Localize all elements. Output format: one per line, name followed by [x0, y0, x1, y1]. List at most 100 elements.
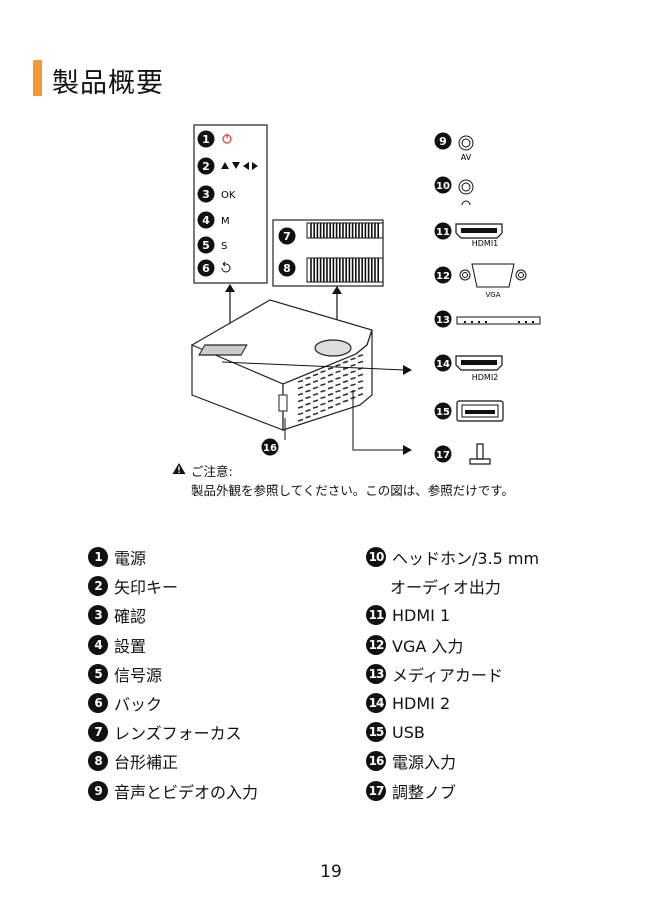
legend-label: USB — [392, 723, 425, 742]
m-label: M — [221, 216, 230, 227]
legend-label: 調整ノブ — [392, 779, 456, 803]
warning-icon — [172, 462, 186, 475]
svg-text:2: 2 — [202, 160, 210, 173]
legend-number-badge: 7 — [88, 722, 108, 742]
legend-item: 8 台形補正 — [88, 749, 178, 773]
legend-item: 14 HDMI 2 — [366, 691, 450, 715]
hdmi2-label: HDMI2 — [472, 373, 499, 382]
svg-text:6: 6 — [202, 262, 210, 275]
knob-icon — [470, 444, 490, 464]
callout-9: 9 — [435, 133, 452, 150]
callout-16: 16 — [262, 439, 279, 456]
svg-text:8: 8 — [283, 262, 291, 275]
callout-17: 17 — [435, 446, 452, 463]
note-body: 製品外観を参照してください。この図は、参照だけです。 — [191, 480, 514, 499]
s-label: S — [221, 241, 227, 252]
callout-11: 11 — [435, 223, 452, 240]
callout-8: 8 — [279, 260, 296, 277]
legend-label: メディアカード — [392, 662, 503, 686]
callout-13: 13 — [435, 311, 452, 328]
headphone-port-icon — [459, 180, 473, 205]
callout-10: 10 — [435, 177, 452, 194]
callout-4: 4 — [198, 212, 215, 229]
av-port-icon — [459, 136, 473, 150]
vga-port-icon — [460, 264, 526, 287]
legend-label: 矢印キー — [114, 574, 178, 598]
legend-item: 6 バック — [88, 691, 162, 715]
legend-number-badge: 5 — [88, 664, 108, 684]
svg-text:12: 12 — [436, 271, 450, 282]
callout-14: 14 — [435, 355, 452, 372]
legend-label: 台形補正 — [114, 749, 178, 773]
legend-number-badge: 1 — [88, 547, 108, 567]
legend-item: オーディオ出力 — [390, 574, 501, 598]
usb-port-icon — [457, 401, 503, 421]
legend-number-badge: 9 — [88, 781, 108, 801]
legend-item: 7 レンズフォーカス — [88, 720, 242, 744]
svg-text:14: 14 — [436, 359, 450, 370]
hdmi1-label: HDMI1 — [472, 239, 499, 248]
callout-5: 5 — [198, 237, 215, 254]
callout-7: 7 — [279, 228, 296, 245]
legend-number-badge: 6 — [88, 693, 108, 713]
legend-label: 信号源 — [114, 662, 162, 686]
svg-text:9: 9 — [439, 135, 447, 148]
legend-number-badge: 12 — [366, 635, 386, 655]
legend-item: 15 USB — [366, 720, 425, 744]
legend-item: 5 信号源 — [88, 662, 162, 686]
legend-number-badge: 8 — [88, 751, 108, 771]
page-number: 19 — [0, 862, 662, 882]
callout-3: 3 — [198, 186, 215, 203]
legend-item: 13 メディアカード — [366, 662, 503, 686]
legend-label: HDMI 2 — [392, 694, 450, 713]
svg-text:4: 4 — [202, 214, 210, 227]
svg-text:11: 11 — [436, 227, 450, 238]
legend-number-badge: 13 — [366, 664, 386, 684]
legend-item: 1 電源 — [88, 545, 146, 569]
callout-1: 1 — [198, 131, 215, 148]
av-label: AV — [461, 153, 472, 162]
legend-number-badge: 3 — [88, 605, 108, 625]
legend-item: 17 調整ノブ — [366, 779, 456, 803]
svg-text:10: 10 — [436, 181, 450, 192]
legend-number-badge: 14 — [366, 693, 386, 713]
legend-label: 確認 — [114, 603, 146, 627]
legend-label: バック — [114, 691, 162, 715]
note-heading: ご注意: — [191, 461, 233, 480]
svg-text:1: 1 — [202, 133, 210, 146]
callout-6: 6 — [198, 260, 215, 277]
legend-label: オーディオ出力 — [390, 574, 501, 598]
legend-number-badge: 11 — [366, 605, 386, 625]
svg-text:13: 13 — [436, 315, 450, 326]
legend-number-badge: 17 — [366, 781, 386, 801]
legend-label: 電源 — [114, 545, 146, 569]
callout-12: 12 — [435, 267, 452, 284]
legend-label: HDMI 1 — [392, 606, 450, 625]
vga-label: VGA — [485, 291, 500, 299]
svg-text:7: 7 — [283, 230, 291, 243]
legend-label: ヘッドホン/3.5 mm — [392, 545, 539, 569]
legend-number-badge: 15 — [366, 722, 386, 742]
svg-text:17: 17 — [436, 450, 450, 461]
product-diagram: 1 2 3 OK 4 M 5 S 6 7 8 16 9 AV 10 11 — [0, 0, 662, 520]
callout-2: 2 — [198, 158, 215, 175]
control-panel-box — [194, 125, 267, 283]
legend-number-badge: 2 — [88, 576, 108, 596]
legend-label: 設置 — [114, 633, 146, 657]
hdmi2-port-icon — [456, 356, 502, 370]
svg-text:5: 5 — [202, 239, 210, 252]
callout-15: 15 — [435, 403, 452, 420]
legend-item: 3 確認 — [88, 603, 146, 627]
svg-text:15: 15 — [436, 407, 450, 418]
hdmi1-port-icon — [456, 224, 502, 238]
legend-label: レンズフォーカス — [114, 720, 242, 744]
legend-item: 2 矢印キー — [88, 574, 178, 598]
svg-text:3: 3 — [202, 188, 210, 201]
card-slot-icon — [457, 317, 540, 324]
legend-item: 11 HDMI 1 — [366, 603, 450, 627]
